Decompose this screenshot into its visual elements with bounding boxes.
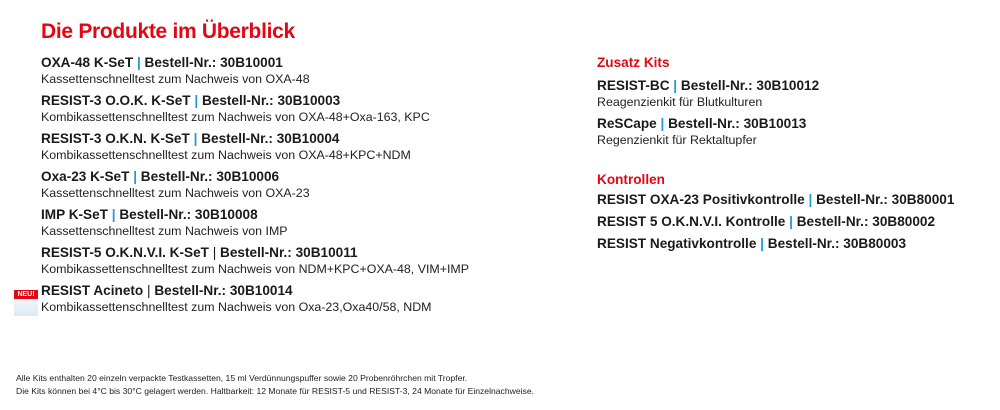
separator: |: [147, 283, 151, 298]
order-number: Bestell-Nr.: 30B80001: [816, 192, 955, 207]
product-description: Kombikassettenschnelltest zum Nachweis v…: [41, 262, 469, 276]
product-name: ReSCape: [597, 116, 657, 131]
order-number: Bestell-Nr.: 30B10004: [201, 131, 340, 146]
footer-line: Alle Kits enthalten 20 einzeln verpackte…: [16, 373, 468, 383]
product-item: RESIST-3 O.O.K. K-SeT | Bestell-Nr.: 30B…: [41, 92, 469, 130]
separator: |: [194, 93, 199, 108]
control-name: RESIST OXA-23 Positivkontrolle: [597, 192, 805, 207]
control-name: RESIST 5 O.K.N.V.I. Kontrolle: [597, 214, 786, 229]
order-number: Bestell-Nr.: 30B10008: [119, 207, 258, 222]
control-name: RESIST Negativkontrolle: [597, 236, 757, 251]
separator: |: [760, 236, 764, 251]
product-description: Kombikassettenschnelltest zum Nachweis v…: [41, 300, 432, 314]
product-item: Oxa-23 K-SeT | Bestell-Nr.: 30B10006 Kas…: [41, 168, 469, 206]
separator: |: [673, 78, 678, 93]
zusatz-item: RESIST-BC | Bestell-Nr.: 30B10012 Reagen…: [597, 77, 954, 115]
product-description: Kassettenschnelltest zum Nachweis von OX…: [41, 72, 310, 86]
product-list: OXA-48 K-SeT | Bestell-Nr.: 30B10001 Kas…: [41, 54, 469, 320]
product-description: Kassettenschnelltest zum Nachweis von OX…: [41, 186, 310, 200]
product-item: RESIST Acineto | Bestell-Nr.: 30B10014 K…: [41, 282, 469, 320]
new-badge-label: NEU!: [14, 290, 38, 299]
product-item: RESIST-3 O.K.N. K-SeT | Bestell-Nr.: 30B…: [41, 130, 469, 168]
product-name: RESIST-BC: [597, 78, 670, 93]
order-number: Bestell-Nr.: 30B10006: [140, 169, 280, 184]
kontrollen-heading: Kontrollen: [597, 172, 665, 187]
product-description: Regenzienkit für Rektaltupfer: [597, 133, 757, 147]
product-description: Kombikassettenschnelltest zum Nachweis v…: [41, 110, 430, 124]
order-number: Bestell-Nr.: 30B10013: [668, 116, 807, 131]
separator: |: [789, 214, 793, 229]
product-name: RESIST Acineto: [41, 283, 144, 298]
product-item: OXA-48 K-SeT | Bestell-Nr.: 30B10001 Kas…: [41, 54, 469, 92]
product-name: OXA-48 K-SeT: [41, 55, 134, 70]
order-number: Bestell-Nr.: 30B10003: [201, 93, 341, 108]
footer-line: Die Kits können bei 4°C bis 30°C gelager…: [16, 386, 534, 396]
product-name: RESIST-3 O.K.N. K-SeT: [41, 131, 190, 146]
control-item: RESIST OXA-23 Positivkontrolle | Bestell…: [597, 189, 954, 211]
order-number: Bestell-Nr.: 30B80002: [796, 214, 935, 229]
product-description: Reagenzienkit für Blutkulturen: [597, 95, 763, 109]
additional-section: Zusatz Kits RESIST-BC | Bestell-Nr.: 30B…: [597, 54, 954, 255]
control-item: RESIST Negativkontrolle | Bestell-Nr.: 3…: [597, 233, 954, 255]
footer-note: Alle Kits enthalten 20 einzeln verpackte…: [16, 372, 534, 398]
product-description: Kombikassettenschnelltest zum Nachweis v…: [41, 148, 411, 162]
zusatz-kits-heading: Zusatz Kits: [597, 55, 670, 70]
control-item: RESIST 5 O.K.N.V.I. Kontrolle | Bestell-…: [597, 211, 954, 233]
product-item: IMP K-SeT | Bestell-Nr.: 30B10008 Kasset…: [41, 206, 469, 244]
order-number: Bestell-Nr.: 30B80003: [767, 236, 907, 251]
product-name: Oxa-23 K-SeT: [41, 169, 130, 184]
order-number: Bestell-Nr.: 30B10014: [154, 283, 293, 298]
product-name: RESIST-5 O.K.N.V.I. K-SeT: [41, 245, 209, 260]
separator: |: [136, 55, 141, 70]
separator: |: [212, 245, 217, 260]
separator: |: [808, 192, 813, 207]
order-number: Bestell-Nr.: 30B10011: [220, 245, 358, 260]
separator: |: [111, 207, 116, 222]
separator: |: [133, 169, 137, 184]
page-title: Die Produkte im Überblick: [41, 20, 295, 43]
order-number: Bestell-Nr.: 30B10001: [144, 55, 283, 70]
product-name: IMP K-SeT: [41, 207, 108, 222]
order-number: Bestell-Nr.: 30B10012: [680, 78, 820, 93]
new-badge: NEU!: [14, 290, 38, 316]
product-name: RESIST-3 O.O.K. K-SeT: [41, 93, 191, 108]
product-description: Kassettenschnelltest zum Nachweis von IM…: [41, 224, 288, 238]
separator: |: [193, 131, 198, 146]
separator: |: [660, 116, 665, 131]
zusatz-item: ReSCape | Bestell-Nr.: 30B10013 Regenzie…: [597, 115, 954, 153]
product-item: RESIST-5 O.K.N.V.I. K-SeT | Bestell-Nr.:…: [41, 244, 469, 282]
